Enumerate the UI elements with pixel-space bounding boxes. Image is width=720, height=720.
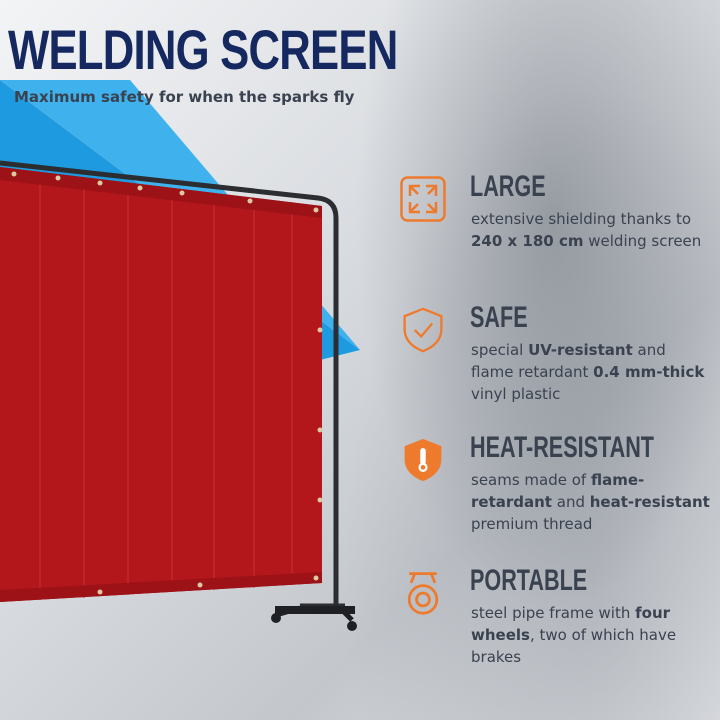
thermometer-shield-icon [404,438,442,482]
feature-title: HEAT-RESISTANT [470,431,655,464]
page-subtitle: Maximum safety for when the sparks fly [14,88,355,106]
feature-description: extensive shielding thanks to 240 x 180 … [471,210,702,250]
feature-title: SAFE [470,301,528,334]
shield-check-icon [403,307,443,353]
feature-description: steel pipe frame with four wheels, two o… [471,604,677,666]
caster-wheel-icon [407,572,439,615]
background-photo [300,0,720,720]
feature-title: PORTABLE [470,564,588,597]
expand-arrows-icon [400,176,446,222]
feature-description: special UV-resistant and flame retardant… [471,341,705,403]
feature-description: seams made of flame-retardant and heat-r… [471,471,710,533]
page-title: WELDING SCREEN [8,18,398,81]
feature-title: LARGE [470,170,546,203]
